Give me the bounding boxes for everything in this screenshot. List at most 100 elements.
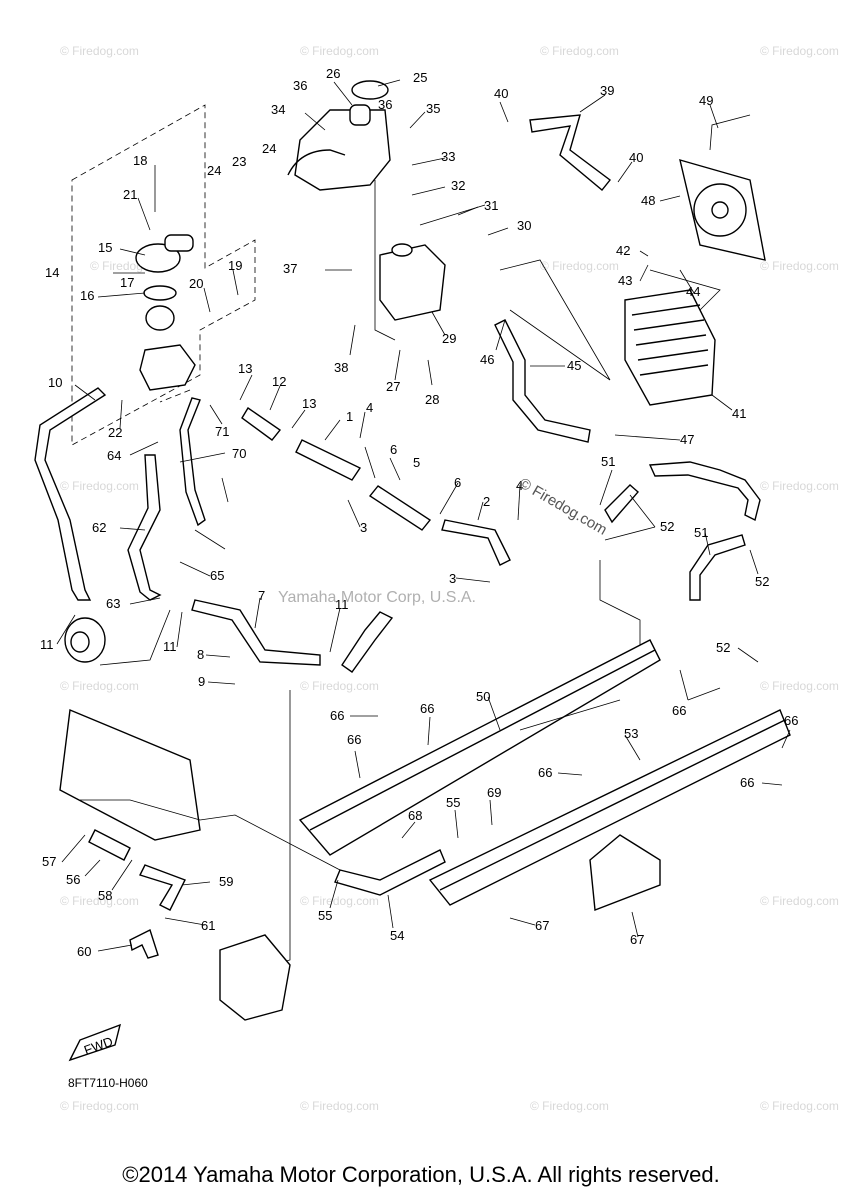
callout-13: 13	[302, 396, 316, 411]
svg-text:© Firedog.com: © Firedog.com	[760, 1099, 839, 1113]
callout-41: 41	[732, 406, 746, 421]
svg-text:© Firedog.com: © Firedog.com	[540, 44, 619, 58]
svg-text:© Firedog.com: © Firedog.com	[60, 1099, 139, 1113]
callout-66: 66	[330, 708, 344, 723]
svg-text:© Firedog.com: © Firedog.com	[760, 679, 839, 693]
diagram-code: 8FT7110-H060	[68, 1076, 148, 1090]
callout-35: 35	[426, 101, 440, 116]
callout-6: 6	[390, 442, 397, 457]
svg-text:© Firedog.com: © Firedog.com	[300, 1099, 379, 1113]
svg-text:© Firedog.com: © Firedog.com	[760, 479, 839, 493]
callout-42: 42	[616, 243, 630, 258]
callout-64: 64	[107, 448, 121, 463]
callout-52: 52	[716, 640, 730, 655]
callout-52: 52	[755, 574, 769, 589]
hose-45	[494, 319, 591, 443]
callout-labels: 1 2 3 3 4 4 5 6 6 7 8 9 10 11 11 11 12 1…	[40, 66, 798, 959]
callout-14: 14	[45, 265, 59, 280]
callout-40: 40	[494, 86, 508, 101]
hose-54	[334, 849, 446, 896]
o-ring	[143, 285, 177, 301]
callout-4: 4	[516, 478, 523, 493]
thermostat	[145, 305, 175, 331]
coolant-tank	[379, 244, 446, 321]
svg-text:© Firedog.com: © Firedog.com	[760, 44, 839, 58]
callout-34: 34	[271, 102, 285, 117]
svg-text:© Firedog.com: © Firedog.com	[540, 259, 619, 273]
callout-39: 39	[600, 83, 614, 98]
svg-text:© Firedog.com: © Firedog.com	[760, 894, 839, 908]
fwd-arrow	[68, 1023, 122, 1062]
callout-40: 40	[629, 150, 643, 165]
callout-20: 20	[189, 276, 203, 291]
callout-33: 33	[441, 149, 455, 164]
hose-11-pipe	[341, 611, 394, 673]
callout-67: 68	[408, 808, 422, 823]
callout-8: 8	[197, 647, 204, 662]
callout-19: 19	[228, 258, 242, 273]
callout-66: 66	[784, 713, 798, 728]
hose-51-lower	[689, 534, 746, 601]
callout-46: 46	[480, 352, 494, 367]
callout-9: 9	[198, 674, 205, 689]
callout-49: 49	[699, 93, 713, 108]
hose-10	[34, 387, 107, 601]
svg-text:© Firedog.com: © Firedog.com	[530, 1099, 609, 1113]
callout-13: 13	[238, 361, 252, 376]
hose-60	[129, 929, 159, 959]
callout-1: 1	[346, 409, 353, 424]
callout-65: 65	[210, 568, 224, 583]
callout-55: 55	[446, 795, 460, 810]
heat-exchanger-53	[428, 709, 791, 906]
callout-36: 36	[378, 97, 392, 112]
callout-44: 44	[686, 284, 700, 299]
callout-50: 50	[476, 689, 490, 704]
callout-43: 43	[618, 273, 632, 288]
callout-66: 67	[535, 918, 549, 933]
hose-12	[241, 407, 282, 441]
callout-52: 52	[660, 519, 674, 534]
callout-69: 71	[215, 424, 229, 439]
hose-51-upper	[648, 461, 761, 522]
hose-7	[191, 599, 321, 666]
callout-66: 67	[630, 932, 644, 947]
svg-text:© Firedog.com: © Firedog.com	[760, 259, 839, 273]
callout-27: 27	[386, 379, 400, 394]
callout-4: 4	[366, 400, 373, 415]
svg-text:© Firedog.com: © Firedog.com	[60, 479, 139, 493]
bracket	[589, 834, 661, 911]
hose-62	[127, 454, 162, 601]
callout-26: 26	[326, 66, 340, 81]
callout-58: 58	[98, 888, 112, 903]
svg-text:© Firedog.com: © Firedog.com	[300, 894, 379, 908]
callout-66: 66	[740, 775, 754, 790]
callout-15: 15	[98, 240, 112, 255]
hose-51-short	[604, 484, 639, 524]
callout-17: 17	[120, 275, 134, 290]
firedog-mark: © Firedog.com	[516, 475, 610, 539]
callout-48: 48	[641, 193, 655, 208]
callout-37: 37	[283, 261, 297, 276]
callout-61: 61	[201, 918, 215, 933]
callout-16: 16	[80, 288, 94, 303]
pipe-1	[295, 439, 362, 481]
copyright-notice: ©2014 Yamaha Motor Corporation, U.S.A. A…	[122, 1162, 720, 1187]
callout-62: 62	[92, 520, 106, 535]
hose-39	[529, 114, 611, 191]
leader-lines	[56, 79, 791, 952]
radiator	[624, 289, 716, 406]
thermostat-housing	[139, 344, 196, 391]
callout-11: 11	[163, 639, 177, 654]
callout-24: 24	[262, 141, 276, 156]
hose-2	[441, 519, 511, 566]
callout-45: 45	[567, 358, 581, 373]
svg-text:© Firedog.com: © Firedog.com	[60, 679, 139, 693]
callout-22: 22	[108, 425, 122, 440]
callout-51: 51	[601, 454, 615, 469]
callout-28: 28	[425, 392, 439, 407]
firedog-watermark-grid: © Firedog.com © Firedog.com © Firedog.com…	[60, 44, 839, 1113]
callout-47: 47	[680, 432, 694, 447]
callout-56: 56	[66, 872, 80, 887]
hose-5	[368, 485, 432, 531]
